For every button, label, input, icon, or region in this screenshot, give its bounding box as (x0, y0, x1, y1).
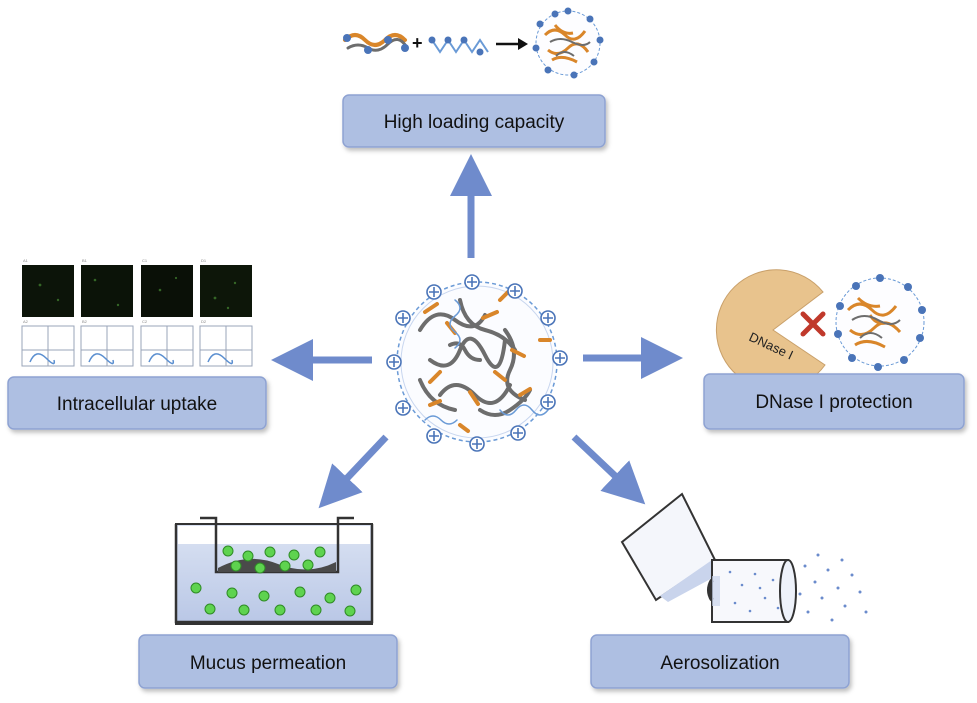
transwell-icon (174, 516, 374, 625)
intracellular-uptake-box (7, 376, 267, 430)
dna-strand-icon (428, 36, 489, 56)
central-nanoparticle (386, 274, 568, 452)
fluorescence-image-d (200, 265, 252, 317)
aerosolization-box (590, 634, 850, 689)
mucus-permeation-label: Mucus permeation (190, 653, 346, 674)
plus-circle-icon (426, 428, 442, 444)
plus-circle-icon (540, 394, 556, 410)
surface-charges (386, 274, 568, 452)
flow-label: A2 (23, 319, 29, 324)
fluorescence-image-a (22, 265, 74, 317)
formation-equation: + (343, 7, 604, 79)
polymer-chains (418, 290, 552, 433)
flow-label: D2 (201, 319, 207, 324)
aerosol-droplets (728, 553, 868, 622)
cell-label: A1 (23, 258, 29, 263)
dnase-protection-box (703, 373, 965, 430)
plus-sign: + (412, 33, 423, 53)
polymer-strand-icon (343, 33, 409, 54)
plus-circle-icon (507, 283, 523, 299)
plus-circle-icon (426, 284, 442, 300)
flow-label: B2 (82, 319, 88, 324)
high-loading-capacity-box (342, 94, 606, 148)
aerosolization-label: Aerosolization (660, 653, 779, 674)
cell-label: C1 (142, 258, 148, 263)
intracellular-uptake-label: Intracellular uptake (57, 394, 218, 415)
mucus-permeation-box (138, 634, 398, 689)
arrow-down-right-icon (571, 434, 646, 505)
arrows (271, 154, 683, 509)
high-loading-capacity-label: High loading capacity (384, 112, 565, 133)
plus-circle-icon (395, 310, 411, 326)
fluorescence-image-c (141, 265, 193, 317)
intracellular-uptake-panels: A1 B1 C1 D1 A2 B2 C2 D2 (21, 258, 253, 367)
inhaler-icon (620, 492, 868, 623)
plus-circle-icon (469, 436, 485, 452)
flow-plots (21, 325, 253, 367)
flow-label: C2 (142, 319, 148, 324)
plus-circle-icon (386, 354, 402, 370)
plus-circle-icon (510, 425, 526, 441)
plus-circle-icon (540, 310, 556, 326)
protected-nanoparticle-icon (834, 274, 926, 371)
cell-label: B1 (82, 258, 88, 263)
plus-circle-icon (552, 350, 568, 366)
cell-label: D1 (201, 258, 207, 263)
mucus-particles (190, 545, 362, 617)
fluorescence-image-b (81, 265, 133, 317)
plus-circle-icon (395, 400, 411, 416)
dnase-protection-label: DNase I protection (755, 392, 912, 413)
arrow-down-left-icon (318, 434, 389, 509)
small-nanoparticle-icon (532, 7, 604, 79)
plus-circle-icon (464, 274, 480, 290)
red-x-icon (800, 311, 826, 337)
